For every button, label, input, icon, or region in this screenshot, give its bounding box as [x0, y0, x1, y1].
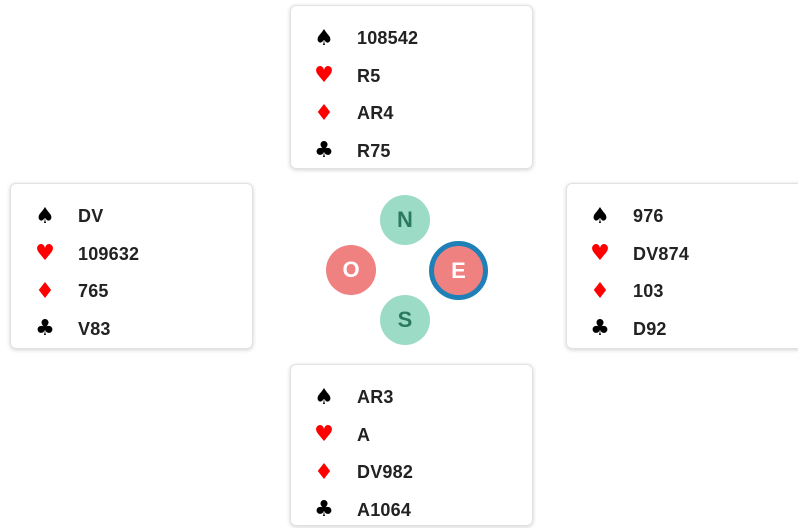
heart-icon: ♥: [590, 241, 610, 267]
suit-row-spades: ♠ 108542: [291, 20, 532, 58]
diamond-icon: ♦: [314, 100, 334, 126]
club-icon: ♣: [314, 138, 334, 164]
suit-row-hearts: ♥ R5: [291, 58, 532, 96]
spade-icon: ♠: [35, 203, 55, 229]
seat-west[interactable]: O: [326, 245, 376, 295]
diamond-icon: ♦: [314, 459, 334, 485]
spade-icon: ♠: [314, 384, 334, 410]
cards-clubs: D92: [633, 318, 667, 339]
cards-diamonds: AR4: [357, 103, 394, 124]
heart-icon: ♥: [314, 422, 334, 448]
cards-clubs: A1064: [357, 499, 412, 520]
hand-east: ♠ 976 ♥ DV874 ♦ 103 ♣ D92: [566, 183, 798, 349]
suit-row-spades: ♠ AR3: [291, 379, 532, 417]
seat-east-active[interactable]: E: [429, 241, 488, 300]
cards-spades: 108542: [357, 28, 419, 49]
suit-row-spades: ♠ 976: [567, 198, 798, 236]
cards-spades: 976: [633, 206, 664, 227]
spade-icon: ♠: [314, 25, 334, 51]
club-icon: ♣: [590, 316, 610, 342]
cards-spades: DV: [78, 206, 104, 227]
hand-south: ♠ AR3 ♥ A ♦ DV982 ♣ A1064: [290, 364, 533, 526]
suit-row-clubs: ♣ D92: [567, 311, 798, 349]
suit-row-diamonds: ♦ 103: [567, 273, 798, 311]
suit-row-diamonds: ♦ DV982: [291, 454, 532, 492]
hand-west: ♠ DV ♥ 109632 ♦ 765 ♣ V83: [10, 183, 253, 349]
suit-row-clubs: ♣ A1064: [291, 492, 532, 528]
cards-clubs: V83: [78, 318, 111, 339]
suit-row-spades: ♠ DV: [11, 198, 252, 236]
seat-north[interactable]: N: [380, 195, 430, 245]
suit-row-clubs: ♣ V83: [11, 311, 252, 349]
club-icon: ♣: [35, 316, 55, 342]
suit-row-hearts: ♥ DV874: [567, 236, 798, 274]
seat-south[interactable]: S: [380, 295, 430, 345]
suit-row-diamonds: ♦ 765: [11, 273, 252, 311]
cards-clubs: R75: [357, 140, 391, 161]
cards-hearts: A: [357, 424, 371, 445]
club-icon: ♣: [314, 497, 334, 523]
cards-spades: AR3: [357, 387, 394, 408]
diamond-icon: ♦: [590, 278, 610, 304]
suit-row-diamonds: ♦ AR4: [291, 95, 532, 133]
heart-icon: ♥: [314, 63, 334, 89]
spade-icon: ♠: [590, 203, 610, 229]
suit-row-clubs: ♣ R75: [291, 133, 532, 171]
cards-hearts: R5: [357, 65, 381, 86]
suit-row-hearts: ♥ A: [291, 417, 532, 455]
suit-row-hearts: ♥ 109632: [11, 236, 252, 274]
diamond-icon: ♦: [35, 278, 55, 304]
cards-hearts: 109632: [78, 243, 140, 264]
heart-icon: ♥: [35, 241, 55, 267]
cards-diamonds: 103: [633, 281, 664, 302]
hand-north: ♠ 108542 ♥ R5 ♦ AR4 ♣ R75: [290, 5, 533, 169]
cards-hearts: DV874: [633, 243, 690, 264]
cards-diamonds: DV982: [357, 462, 414, 483]
cards-diamonds: 765: [78, 281, 109, 302]
